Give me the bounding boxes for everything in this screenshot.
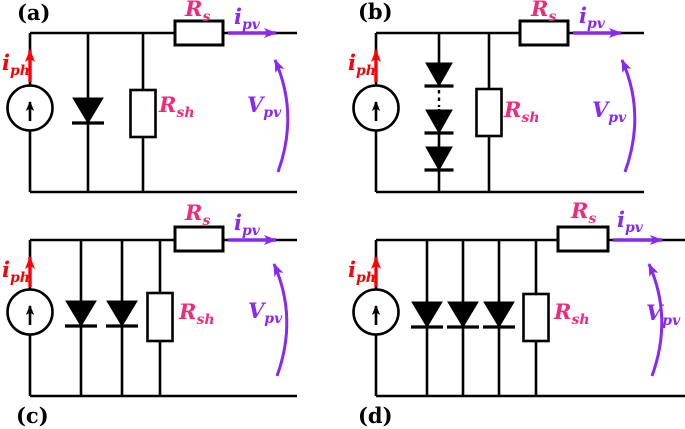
vpv-label: Vpv: [592, 97, 627, 126]
diode-icon: [445, 300, 481, 329]
vpv-label: Vpv: [247, 92, 282, 121]
panel-d-letter: (d): [358, 403, 393, 428]
rs-label: Rs: [184, 200, 210, 229]
current-source-icon: [8, 290, 53, 335]
shunt-resistor: [522, 292, 550, 343]
panel-b: (b) iph Rs ipv Rsh Vpv: [348, 0, 644, 194]
output-voltage-arc: [273, 59, 290, 173]
diode-icon: [422, 108, 456, 135]
current-source-icon: [354, 290, 399, 335]
shunt-resistor: [475, 87, 503, 138]
diode-icon: [422, 145, 456, 172]
panel-a-letter: (a): [17, 0, 50, 25]
diode-icon: [63, 299, 99, 328]
diode-icon: [70, 96, 106, 125]
diode-icon: [422, 61, 456, 88]
rsh-label: Rsh: [178, 299, 215, 328]
series-resistor: [173, 225, 225, 253]
panel-d: (d) iph Rs ipv Rsh Vpv: [348, 198, 685, 428]
ipv-label: ipv: [579, 3, 606, 32]
rs-label: Rs: [530, 0, 556, 25]
diode-icon: [409, 300, 445, 329]
panel-c-letter: (c): [16, 403, 49, 428]
diode-icon: [104, 299, 140, 328]
panel-b-letter: (b): [358, 0, 393, 24]
panel-c: (c) iph Rs ipv Rsh Vpv: [2, 200, 297, 428]
output-voltage-arc: [272, 263, 289, 377]
rs-label: Rs: [570, 198, 596, 227]
current-source-icon: [354, 86, 399, 131]
iph-label: iph: [348, 50, 376, 79]
panel-a: (a) iph Rs ipv Rsh Vpv: [2, 0, 297, 194]
vpv-label: Vpv: [646, 300, 681, 329]
diode-icon: [481, 300, 517, 329]
iph-label: iph: [2, 50, 30, 79]
rsh-label: Rsh: [553, 299, 590, 328]
series-resistor: [518, 19, 570, 47]
rs-label: Rs: [184, 0, 210, 25]
current-source-icon: [8, 86, 53, 131]
iph-label: iph: [2, 257, 30, 286]
ipv-label: ipv: [234, 210, 261, 239]
output-voltage-arc: [647, 263, 664, 377]
shunt-resistor: [146, 291, 174, 343]
rsh-label: Rsh: [503, 97, 540, 126]
output-voltage-arc: [620, 59, 637, 173]
rsh-label: Rsh: [158, 92, 195, 121]
shunt-resistor: [129, 88, 157, 139]
ipv-label: ipv: [617, 207, 644, 236]
vpv-label: Vpv: [248, 298, 283, 327]
series-resistor: [173, 19, 225, 47]
series-resistor: [556, 225, 610, 253]
ipv-label: ipv: [234, 4, 261, 33]
iph-label: iph: [348, 257, 376, 286]
